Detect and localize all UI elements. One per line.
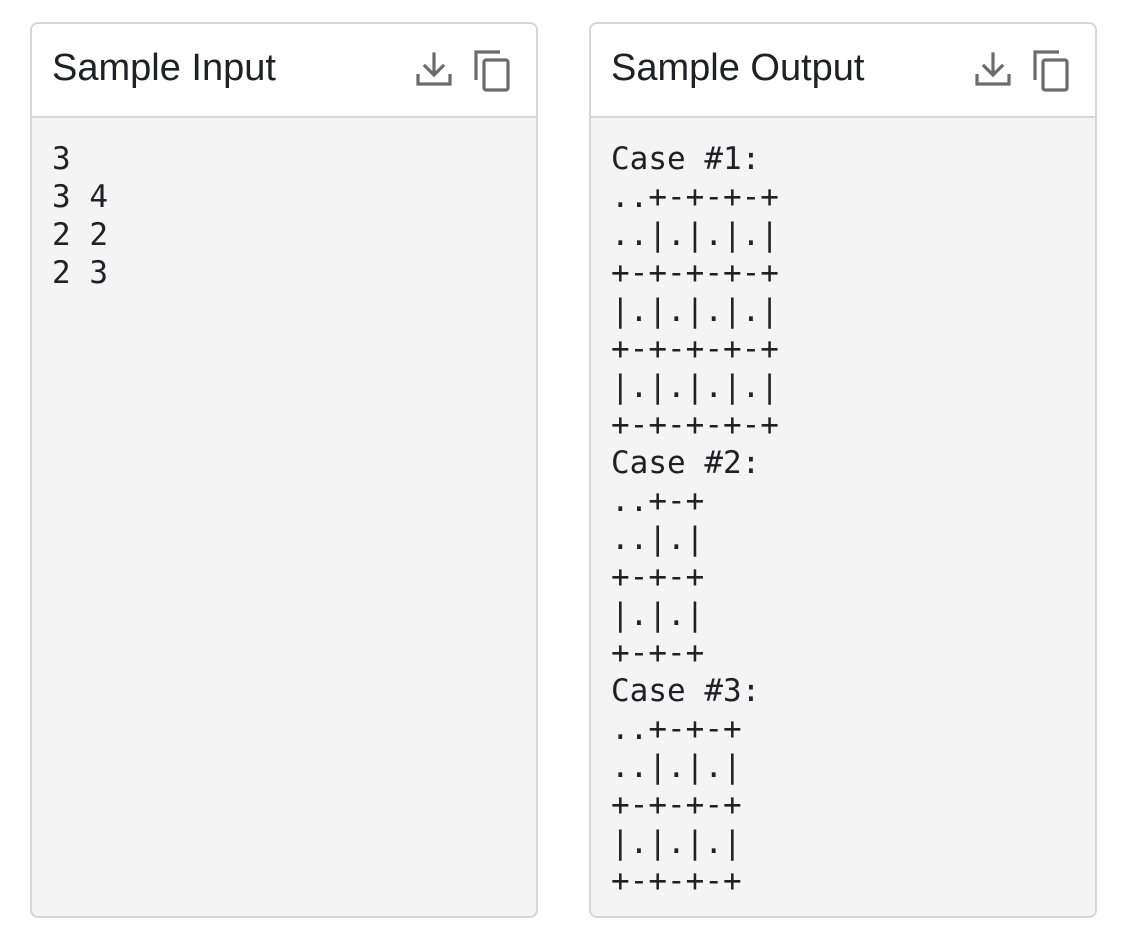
- copy-icon[interactable]: [1031, 46, 1071, 92]
- sample-input-content: 3 3 4 2 2 2 3: [52, 141, 108, 291]
- download-icon[interactable]: [414, 46, 454, 92]
- copy-icon[interactable]: [472, 46, 512, 92]
- sample-output-panel: Sample Output Case #1: ..+-+-+-+ ..|.|.|…: [589, 22, 1097, 918]
- sample-input-title: Sample Input: [52, 47, 276, 89]
- sample-input-panel: Sample Input 3 3 4 2 2 2 3: [30, 22, 538, 918]
- download-icon[interactable]: [973, 46, 1013, 92]
- sample-output-content: Case #1: ..+-+-+-+ ..|.|.|.| +-+-+-+-+ |…: [611, 141, 779, 899]
- sample-input-header: Sample Input: [32, 24, 536, 118]
- sample-output-header: Sample Output: [591, 24, 1095, 118]
- sample-output-title: Sample Output: [611, 47, 865, 89]
